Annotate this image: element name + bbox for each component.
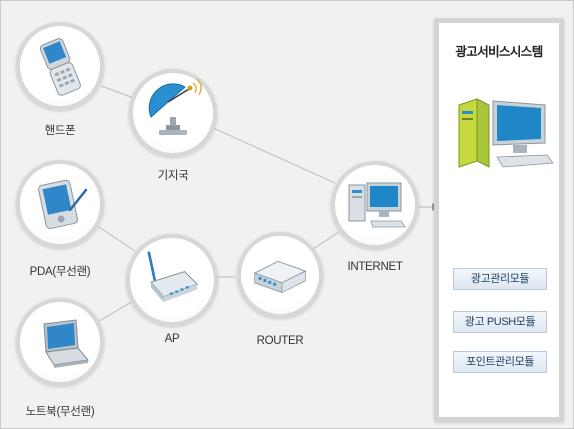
ad-service-system-panel: 광고서비스시스템 광고관리모듈 광고 PUSH모듈 포인트관리모듈: [434, 18, 564, 422]
label-pda: PDA(무선랜): [29, 266, 91, 278]
module-point-management[interactable]: 포인트관리모듈: [453, 351, 547, 373]
node-base-station: [129, 69, 217, 157]
module-ad-management[interactable]: 광고관리모듈: [453, 268, 547, 290]
node-laptop: [16, 298, 104, 386]
access-point-icon: [147, 251, 199, 303]
node-pda: [16, 160, 104, 248]
phone-icon: [39, 38, 81, 96]
label-laptop: 노트북(무선랜): [25, 406, 95, 418]
node-ap: [126, 234, 218, 326]
laptop-icon: [43, 319, 89, 368]
label-router: ROUTER: [256, 335, 304, 347]
link-laptop-ap: [98, 299, 136, 322]
label-base-station: 기지국: [157, 170, 189, 182]
server-computer-icon: [458, 98, 554, 168]
link-basestation-internet: [210, 126, 336, 184]
node-phone: [16, 22, 104, 110]
label-phone: 핸드폰: [44, 125, 76, 137]
router-icon: [253, 260, 307, 294]
panel-title: 광고서비스시스템: [455, 45, 543, 59]
desktop-computer-icon: [348, 182, 406, 228]
label-ap: AP: [164, 333, 180, 345]
pda-icon: [38, 179, 88, 230]
satellite-dish-icon: [148, 78, 202, 135]
node-router: [237, 232, 323, 318]
link-phone-basestation: [100, 85, 135, 99]
link-pda-ap: [98, 226, 136, 252]
link-router-internet: [312, 231, 340, 250]
node-internet: [331, 161, 419, 249]
module-ad-push[interactable]: 광고 PUSH모듈: [453, 311, 547, 333]
label-internet: INTERNET: [347, 261, 403, 273]
